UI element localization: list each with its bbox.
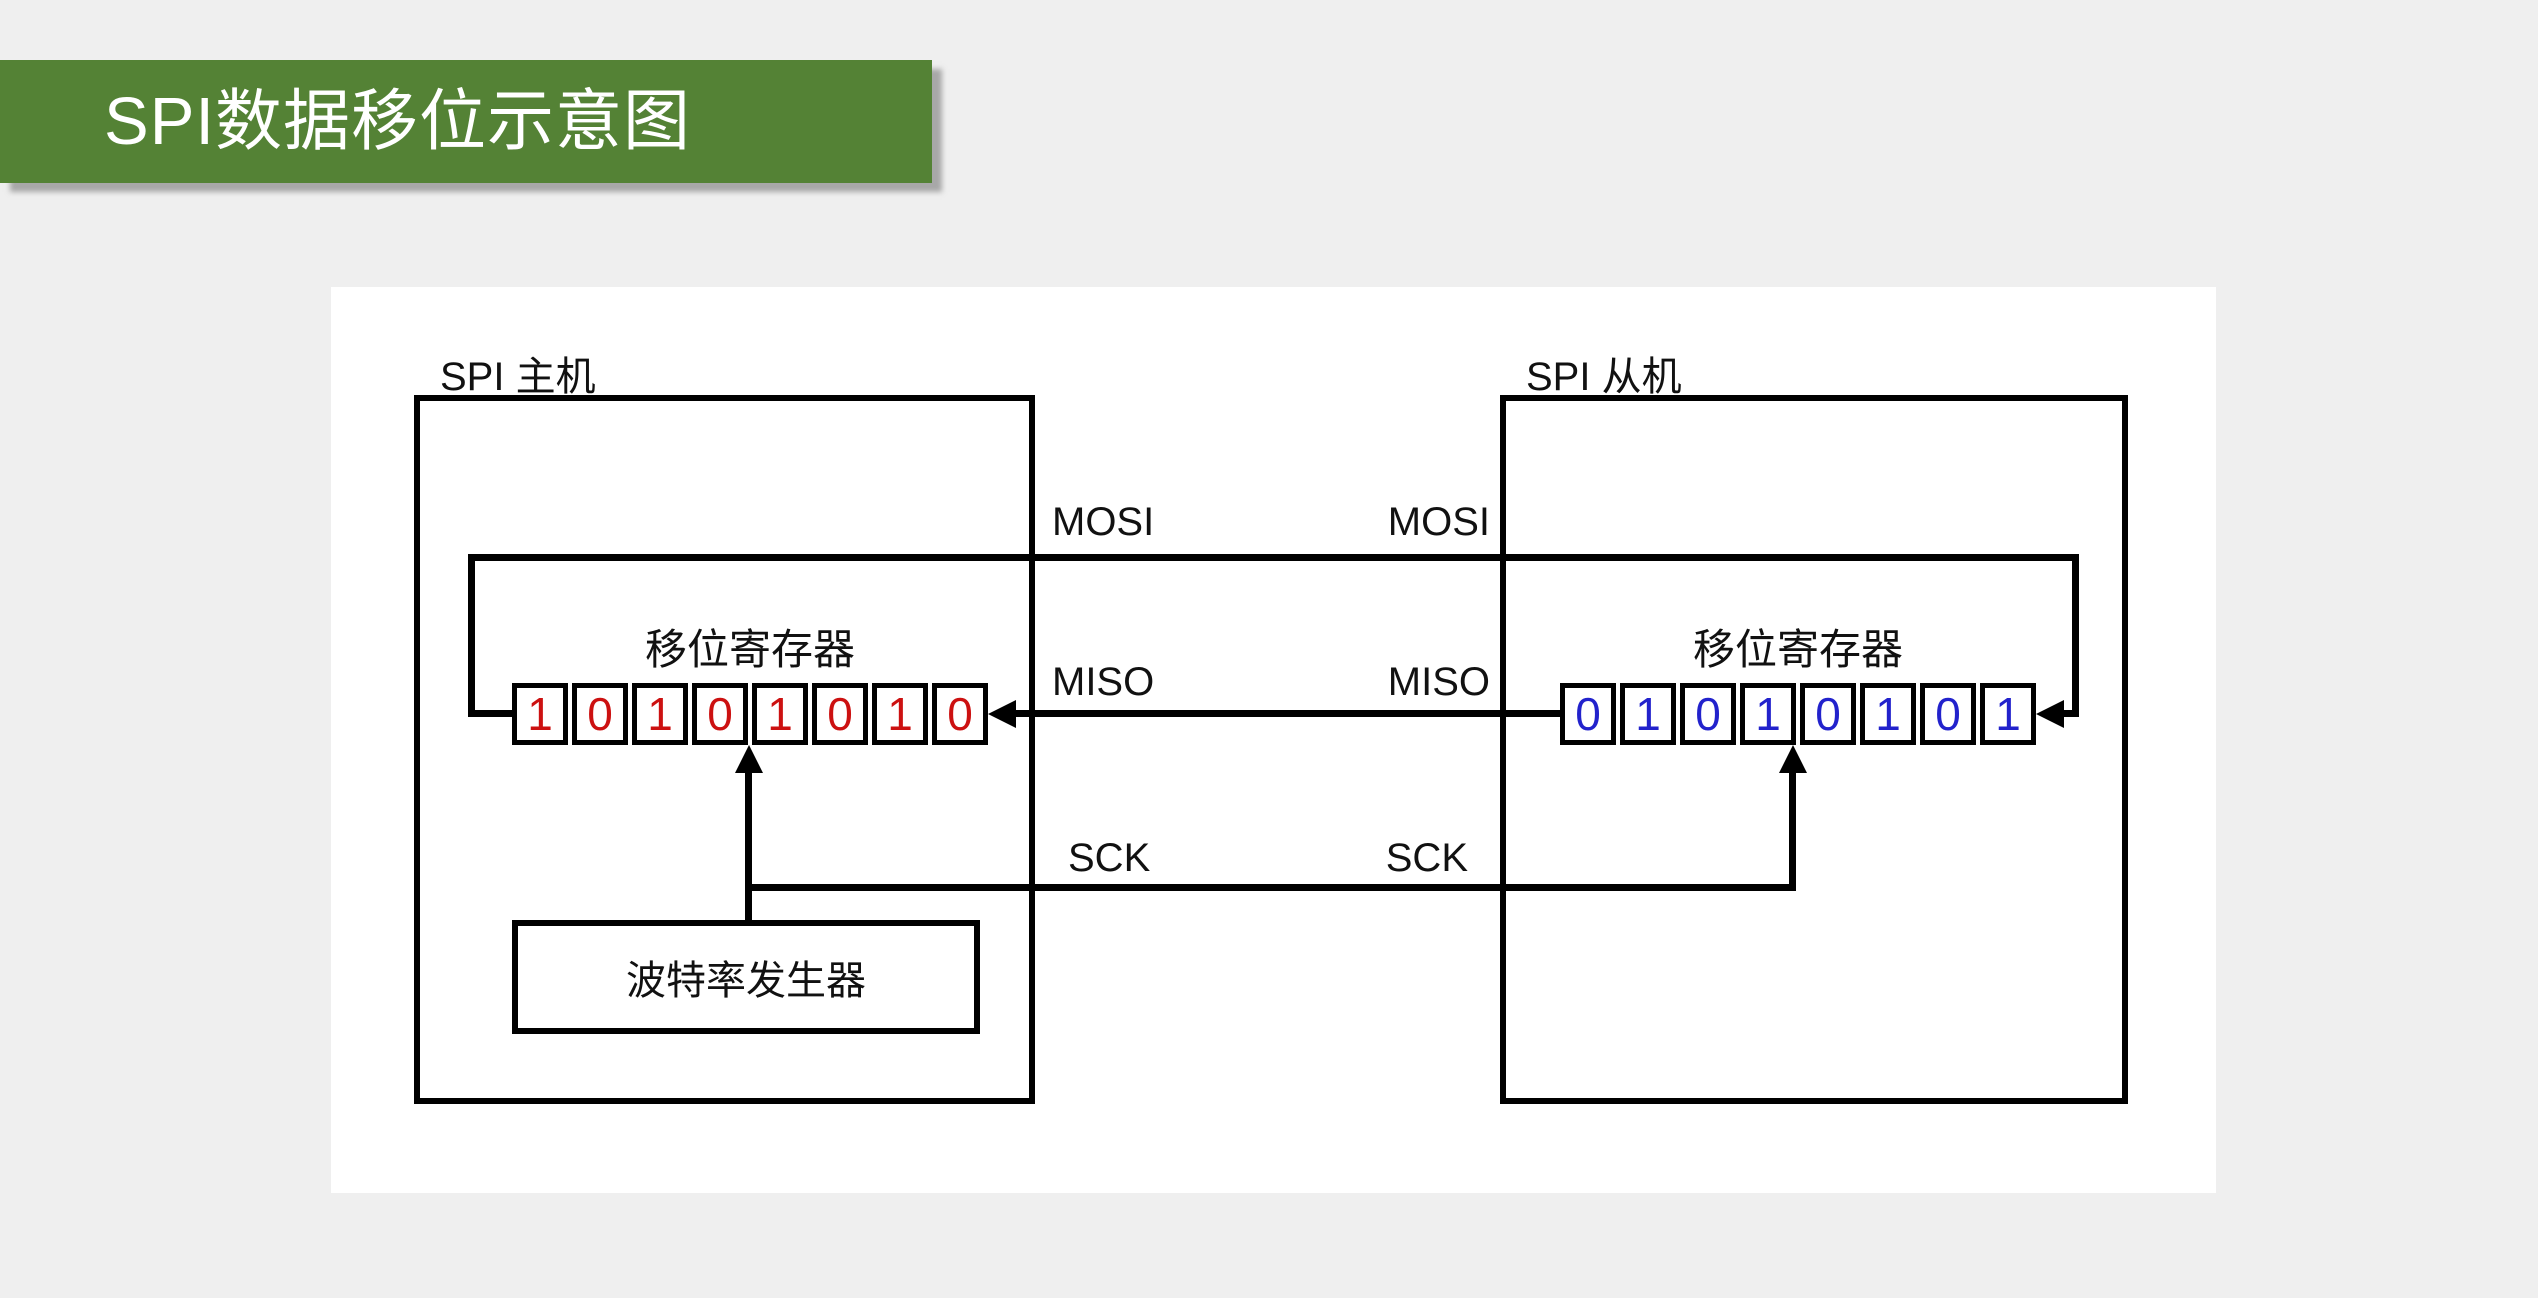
master-bit-cell: 1 <box>872 683 928 745</box>
slave-register-label: 移位寄存器 <box>1692 626 1903 673</box>
slave-shift-register: 0 1 0 1 0 1 0 1 <box>1560 683 2036 745</box>
master-bit-cell: 1 <box>632 683 688 745</box>
master-shift-register: 1 0 1 0 1 0 1 0 <box>512 683 988 745</box>
slave-bit-cell: 0 <box>1560 683 1616 745</box>
miso-arrowhead-icon <box>988 700 1016 728</box>
mosi-label-slave: MOSI <box>1387 500 1490 544</box>
sck-slave-arrowhead-icon <box>1779 745 1807 773</box>
master-bit-cell: 0 <box>692 683 748 745</box>
sck-label-slave: SCK <box>1385 836 1468 880</box>
sck-wire-horizontal <box>745 884 1796 891</box>
mosi-wire-master-riser <box>468 554 475 717</box>
miso-wire-horizontal <box>1010 710 1560 717</box>
mosi-arrowhead-icon <box>2036 700 2064 728</box>
mosi-wire-slave-drop <box>2072 554 2079 717</box>
master-bit-cell: 0 <box>812 683 868 745</box>
sck-master-arrowhead-icon <box>735 745 763 773</box>
miso-label-master: MISO <box>1052 660 1155 704</box>
baud-rate-generator-box: 波特率发生器 <box>512 920 980 1034</box>
master-label: SPI 主机 <box>440 355 596 399</box>
master-register-label: 移位寄存器 <box>644 626 855 673</box>
miso-label-slave: MISO <box>1387 660 1490 704</box>
slave-bit-cell: 0 <box>1800 683 1856 745</box>
mosi-wire-slave-stub <box>2054 710 2079 717</box>
sck-label-master: SCK <box>1068 836 1151 880</box>
mosi-label-master: MOSI <box>1052 500 1155 544</box>
slave-bit-cell: 1 <box>1980 683 2036 745</box>
spi-master-box <box>414 395 1035 1104</box>
slave-bit-cell: 0 <box>1920 683 1976 745</box>
slave-label: SPI 从机 <box>1526 355 1682 399</box>
spi-slave-box <box>1500 395 2128 1104</box>
master-bit-cell: 1 <box>512 683 568 745</box>
title-banner: SPI数据移位示意图 <box>0 60 932 183</box>
slave-bit-cell: 1 <box>1620 683 1676 745</box>
master-bit-cell: 1 <box>752 683 808 745</box>
master-bit-cell: 0 <box>572 683 628 745</box>
sck-wire-master-riser <box>745 768 752 920</box>
slave-bit-cell: 1 <box>1740 683 1796 745</box>
slave-bit-cell: 1 <box>1860 683 1916 745</box>
master-bit-cell: 0 <box>932 683 988 745</box>
baud-rate-generator-label: 波特率发生器 <box>626 959 866 1003</box>
slave-bit-cell: 0 <box>1680 683 1736 745</box>
sck-wire-slave-riser <box>1789 768 1796 891</box>
mosi-wire-master-stub <box>468 710 516 717</box>
slide-title: SPI数据移位示意图 <box>104 84 691 159</box>
mosi-wire-horizontal <box>468 554 2079 561</box>
